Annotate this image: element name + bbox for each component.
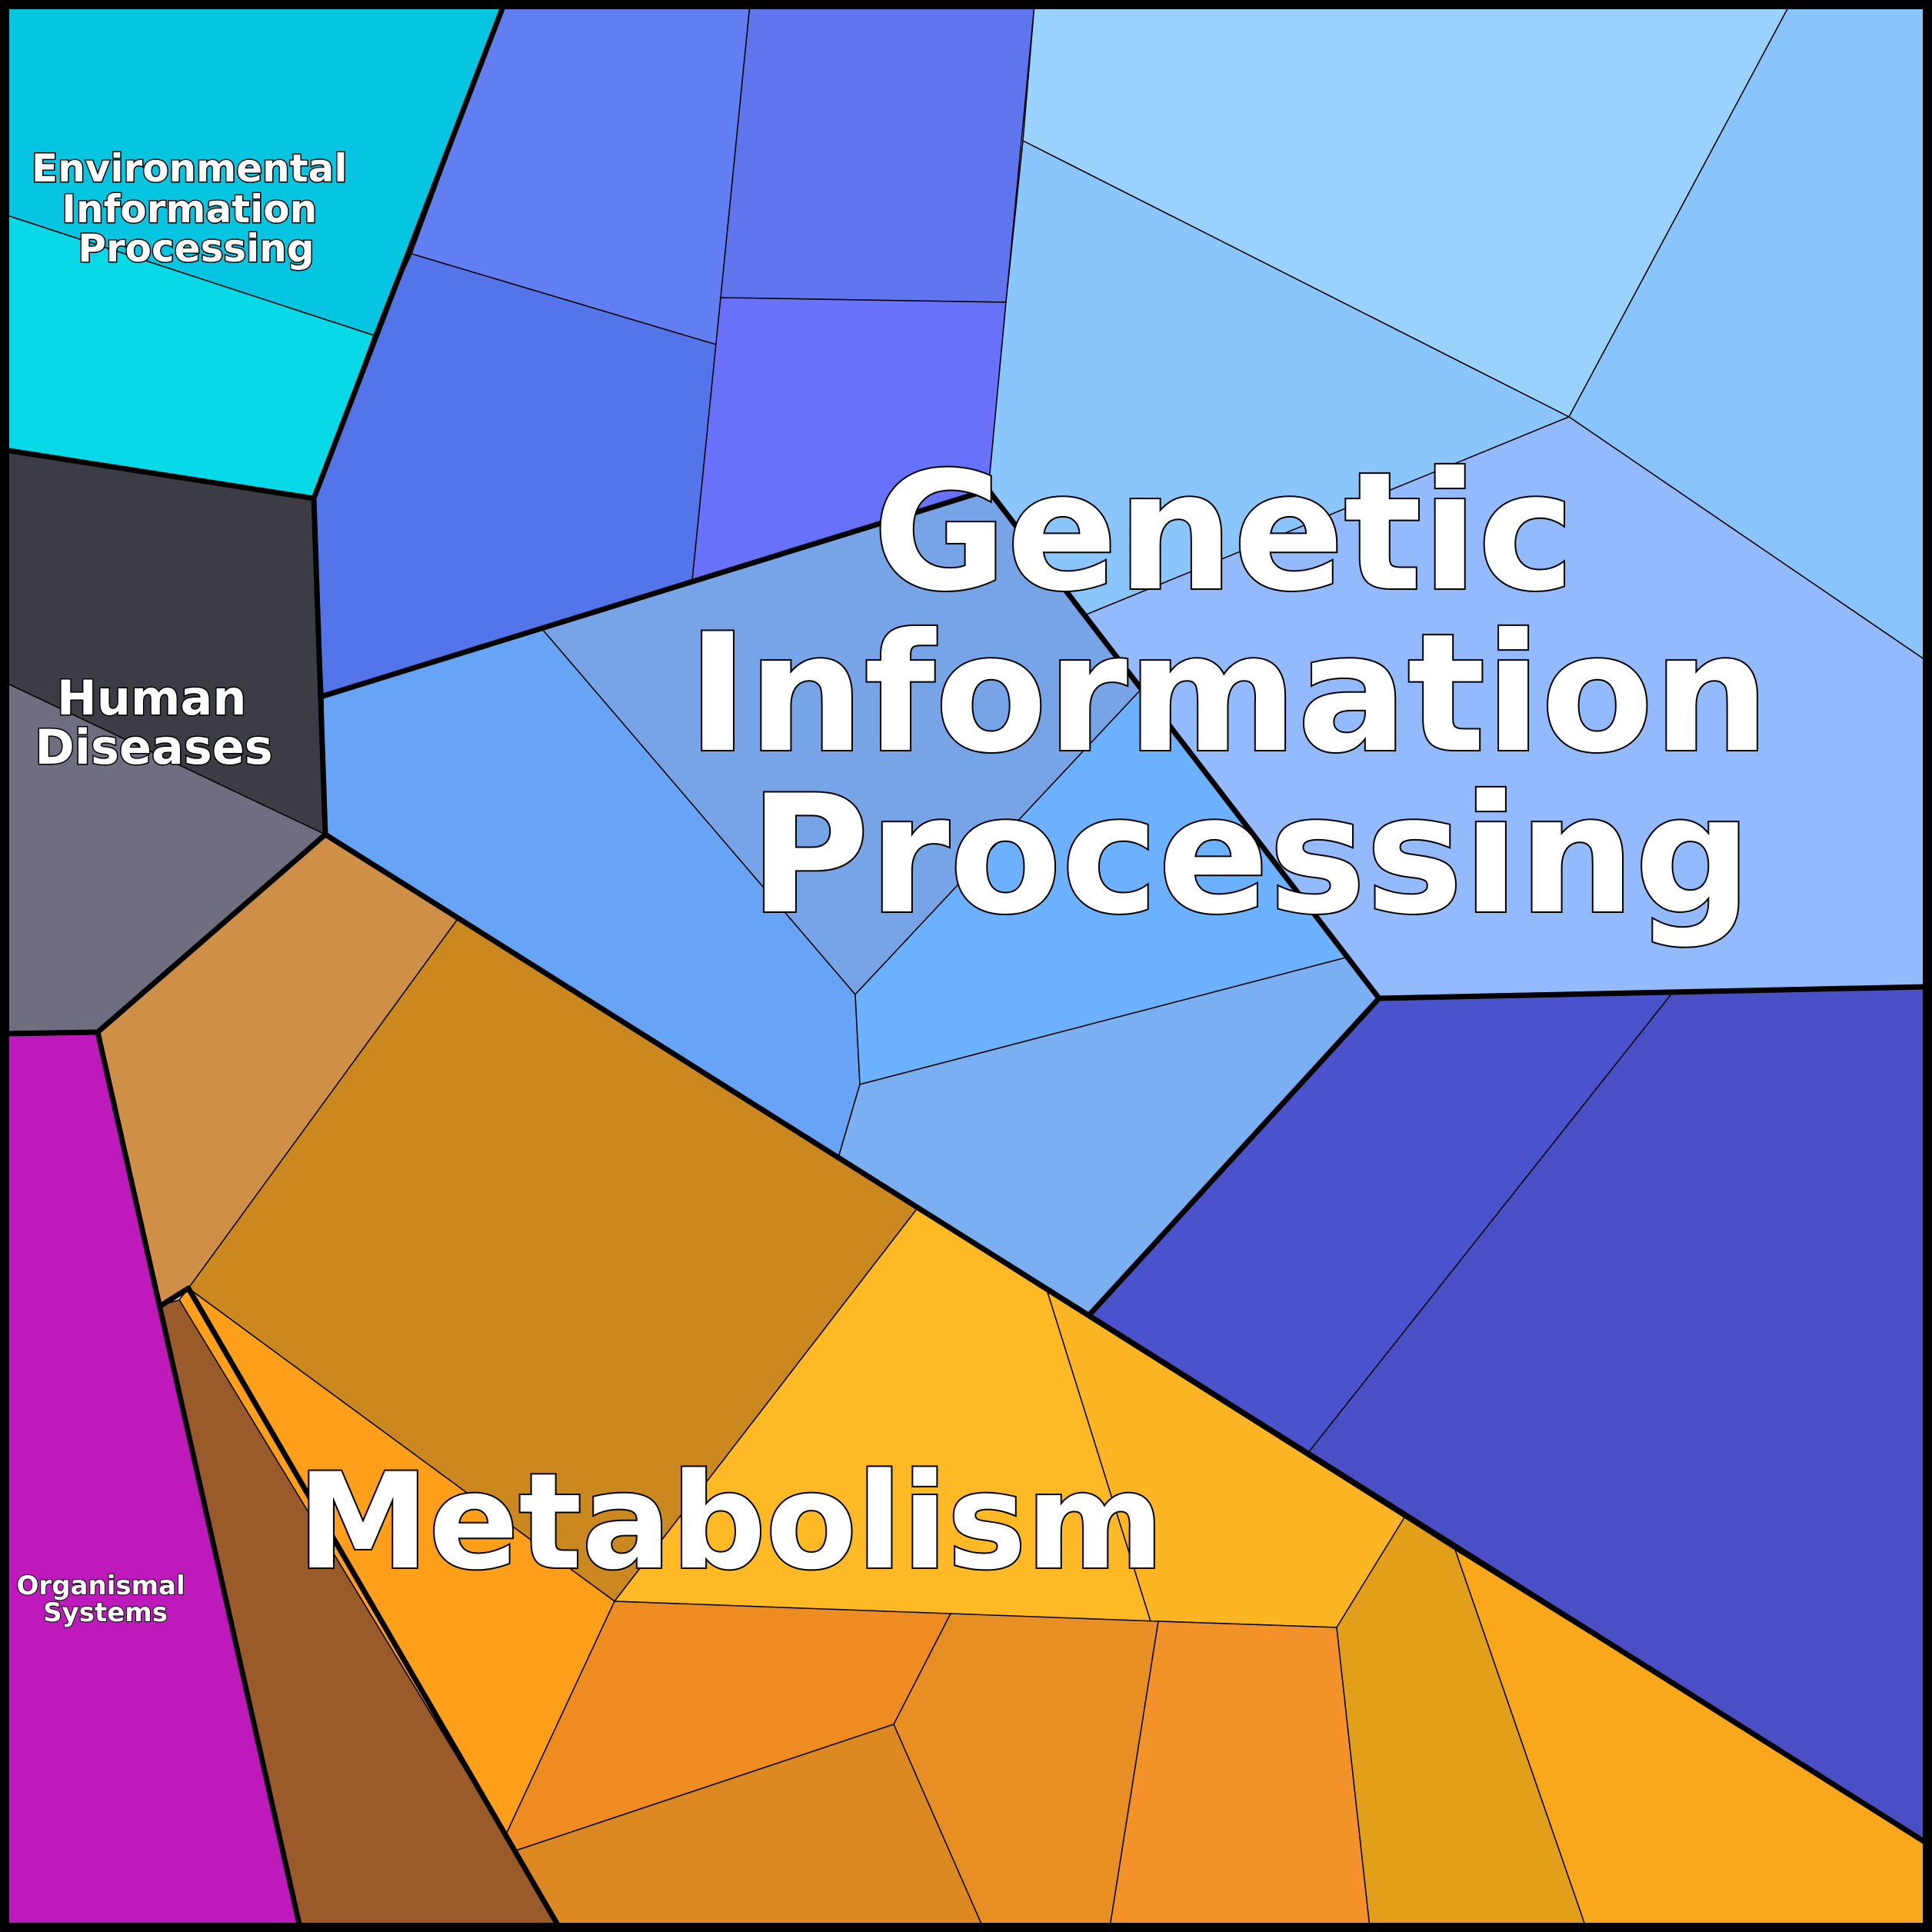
category-environmental-information-processing — [4, 4, 505, 499]
border-env-gen — [311, 2, 507, 501]
cell-gen-2 — [720, 4, 1035, 303]
label-genetic-information-processing: Genetic Information Processing — [688, 437, 1827, 950]
border-gen-inner-2 — [1086, 995, 1382, 1318]
border-gen-met — [322, 831, 1930, 1847]
border-organismal-met — [95, 1029, 303, 1930]
border-met-inner — [158, 1285, 562, 1930]
category-genetic-information-processing — [313, 4, 1928, 1844]
border-env-human — [2, 447, 317, 501]
border-gen-inner — [320, 487, 1930, 1001]
border-human-gen — [311, 495, 328, 838]
label-metabolism: Metabolism — [298, 1444, 1164, 1599]
category-metabolism — [97, 834, 1928, 1928]
label-organismal-systems: Organismal Systems — [17, 1571, 195, 1628]
label-human-diseases: Human Diseases — [35, 670, 272, 775]
label-environmental-information-processing: Environmental Information Processing — [32, 146, 361, 271]
